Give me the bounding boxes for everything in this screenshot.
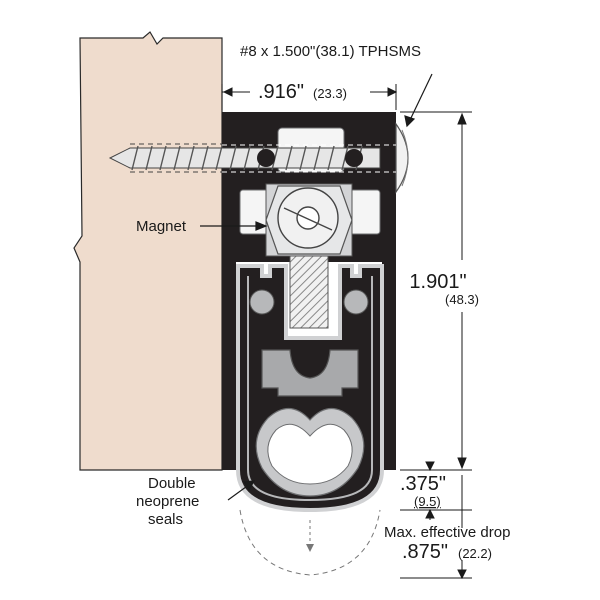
- magnet-bar: [289, 255, 329, 329]
- screw-spec-leader: [404, 73, 433, 128]
- drop-arc: [239, 509, 381, 576]
- height-dimension: [400, 111, 472, 471]
- height-inch-label: 1.901": [409, 271, 466, 293]
- offset-dimension: [400, 461, 472, 520]
- screw-hole-lines-door: [130, 143, 222, 173]
- drop-dimension: [400, 475, 472, 580]
- magnet-leader: [200, 221, 268, 231]
- seals-leader: [227, 480, 256, 501]
- seals-label-line1: Double: [148, 475, 196, 492]
- seal-body: [261, 349, 359, 397]
- screw-spec-label: #8 x 1.500"(38.1) TPHSMS: [240, 43, 421, 60]
- right-seal-bead: [343, 289, 369, 315]
- magnet-block: [265, 183, 353, 257]
- width-inch-label: .916": [258, 81, 304, 103]
- drop-label: Max. effective drop: [384, 524, 510, 541]
- offset-mm-label: (9.5): [414, 494, 441, 509]
- width-dimension: [221, 84, 398, 110]
- offset-inch-label: .375": [400, 473, 446, 495]
- screw-hole-lines: [222, 144, 396, 173]
- left-seal-bead: [249, 289, 275, 315]
- drop-arrow-head: [306, 544, 314, 552]
- height-mm-label: (48.3): [445, 292, 479, 307]
- seal-bulb-inner: [267, 423, 353, 485]
- screw: [108, 122, 409, 194]
- door-slab: [73, 31, 223, 471]
- magnet-label: Magnet: [136, 218, 187, 235]
- drop-mm-label: (22.2): [458, 546, 492, 561]
- drop-inch-label: .875": [402, 541, 448, 563]
- width-mm-label: (23.3): [313, 86, 347, 101]
- seals-label-line3: seals: [148, 511, 183, 528]
- seals-label-line2: neoprene: [136, 493, 199, 510]
